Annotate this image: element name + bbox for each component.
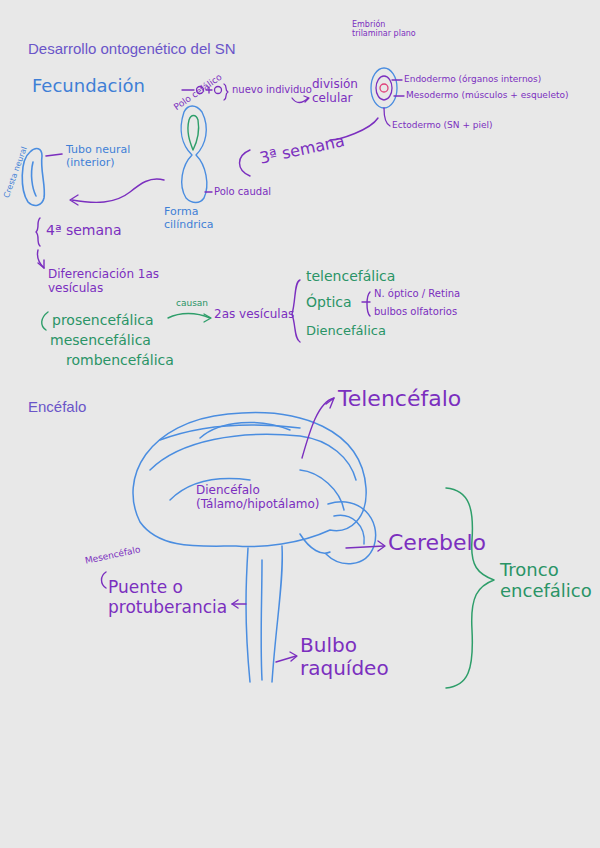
part-label: Diencéfalo (Tálamo/hipotálamo)	[196, 484, 320, 512]
stage-label: Fecundación	[32, 76, 145, 97]
shape-label: Forma cilíndrica	[164, 206, 240, 231]
vesicle-label: mesencefálica	[50, 332, 151, 348]
part-label: Cresta neural	[2, 145, 29, 199]
derivative-label: bulbos olfatorios	[374, 306, 457, 318]
pole-label: Polo cefálico	[172, 72, 224, 113]
note: nuevo individuo	[232, 84, 312, 96]
group-label: Tronco encefálico	[500, 560, 594, 601]
vesicle-label: rombencefálica	[66, 352, 174, 368]
vesicle-label: telencefálica	[306, 268, 395, 284]
part-label: Tubo neural (interior)	[66, 144, 156, 169]
vesicle-label: prosencefálica	[52, 312, 154, 328]
note: Embrión trilaminar plano	[352, 20, 416, 38]
layer-label: Mesodermo (músculos + esqueleto)	[406, 90, 568, 100]
part-label: Puente o protuberancia	[108, 578, 226, 617]
stage-label: Diferenciación 1as vesículas	[48, 268, 168, 296]
part-label: Cerebelo	[388, 530, 486, 555]
part-label: Mesencéfalo	[84, 544, 141, 566]
stage-label: 2as vesículas	[214, 308, 294, 322]
pole-label: Polo caudal	[214, 186, 271, 198]
derivative-label: N. óptico / Retina	[374, 288, 460, 300]
page-title: Desarrollo ontogenético del SN	[28, 40, 236, 57]
arrow-label: causan	[176, 298, 208, 308]
part-label: Bulbo raquídeo	[300, 634, 410, 680]
layer-label: Endodermo (órganos internos)	[404, 74, 541, 84]
week-label: 3ª semana	[258, 132, 346, 168]
part-label: Telencéfalo	[338, 386, 461, 411]
layer-label: Ectodermo (SN + piel)	[392, 120, 493, 130]
stage-label: división celular	[312, 78, 374, 106]
vesicle-label: Diencefálica	[306, 324, 386, 339]
section-heading: Encéfalo	[28, 398, 86, 415]
week-label: 4ª semana	[46, 222, 122, 238]
vesicle-label: Óptica	[306, 294, 352, 310]
